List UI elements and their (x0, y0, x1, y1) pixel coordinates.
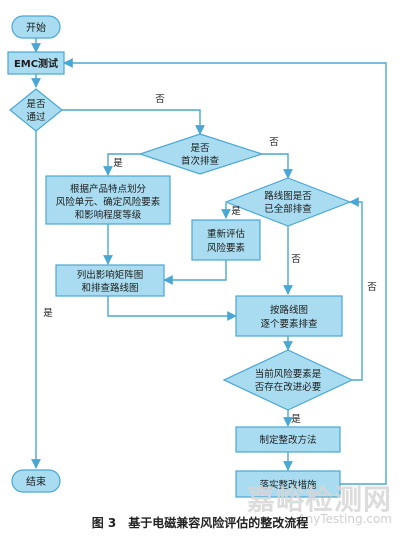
path-q-line1: 路线图是否 (264, 190, 312, 202)
edge-implement-emc (63, 58, 387, 485)
first-q-line1: 是否 (190, 143, 210, 154)
pass-q-line2: 通过 (26, 111, 46, 123)
edge-first-path (262, 153, 293, 179)
edge-reassess-matrix (163, 260, 227, 285)
plan-box (235, 426, 341, 453)
label-no-need: 否 (367, 282, 377, 293)
matrix-line1: 列出影响矩阵图 (77, 269, 144, 281)
partition-line1: 根据产品特点划分 (70, 183, 147, 195)
path-q-line2: 已全部排查 (264, 203, 312, 215)
partition-line3: 和影响程度等级 (75, 209, 142, 221)
first-check-decision (138, 133, 264, 175)
label-yes-first: 是 (113, 158, 123, 169)
end-label: 结束 (26, 475, 46, 488)
partition-line2: 风险单元、确定风险要素 (56, 196, 161, 208)
edge-pass-first (62, 109, 205, 135)
bypath-line2: 逐个要素排查 (260, 318, 318, 330)
emc-test-box (7, 51, 65, 75)
edge-matrix-bypath (107, 296, 237, 321)
label-yes-path: 是 (231, 206, 241, 217)
reassess-line2: 风险要素 (207, 242, 246, 254)
need-q-line2: 否存在改进必要 (255, 381, 322, 393)
watermark-url: AnyTesting.com (297, 512, 392, 526)
partition-box (45, 175, 171, 225)
start-label: 开始 (26, 21, 46, 34)
reassess-box (191, 219, 261, 261)
label-no-first: 否 (269, 137, 279, 148)
matrix-line2: 和排查路线图 (81, 282, 138, 294)
connectors (31, 38, 387, 485)
implement-box (235, 470, 341, 498)
figure-caption: 图 3 基于电磁兼容风险评估的整改流程 (91, 516, 309, 530)
path-decision (224, 177, 352, 227)
label-no-pass: 否 (155, 94, 165, 105)
edge-need-path (349, 197, 363, 381)
label-no-path: 否 (291, 254, 301, 265)
need-q-line1: 当前风险要素是 (255, 368, 322, 380)
start-terminal (11, 15, 61, 39)
bypath-box (235, 295, 343, 337)
first-q-line2: 首次排查 (181, 155, 220, 167)
edge-first-partition (103, 153, 140, 176)
need-decision (222, 349, 354, 411)
emc-test-label: EMC测试 (14, 57, 58, 70)
plan-label: 制定整改方法 (259, 434, 316, 446)
watermark: 嘉峪检测网 AnyTesting.com (247, 478, 392, 526)
pass-decision (9, 88, 63, 132)
bypath-line1: 按路线图 (270, 304, 308, 316)
implement-label: 落实整改措施 (259, 479, 317, 491)
reassess-line1: 重新评估 (207, 228, 246, 240)
watermark-text: 嘉峪检测网 (246, 483, 392, 516)
pass-q-line1: 是否 (26, 99, 46, 110)
label-yes-need: 是 (291, 414, 301, 425)
matrix-box (55, 264, 165, 297)
end-terminal (11, 469, 61, 493)
label-yes-pass: 是 (43, 308, 53, 319)
